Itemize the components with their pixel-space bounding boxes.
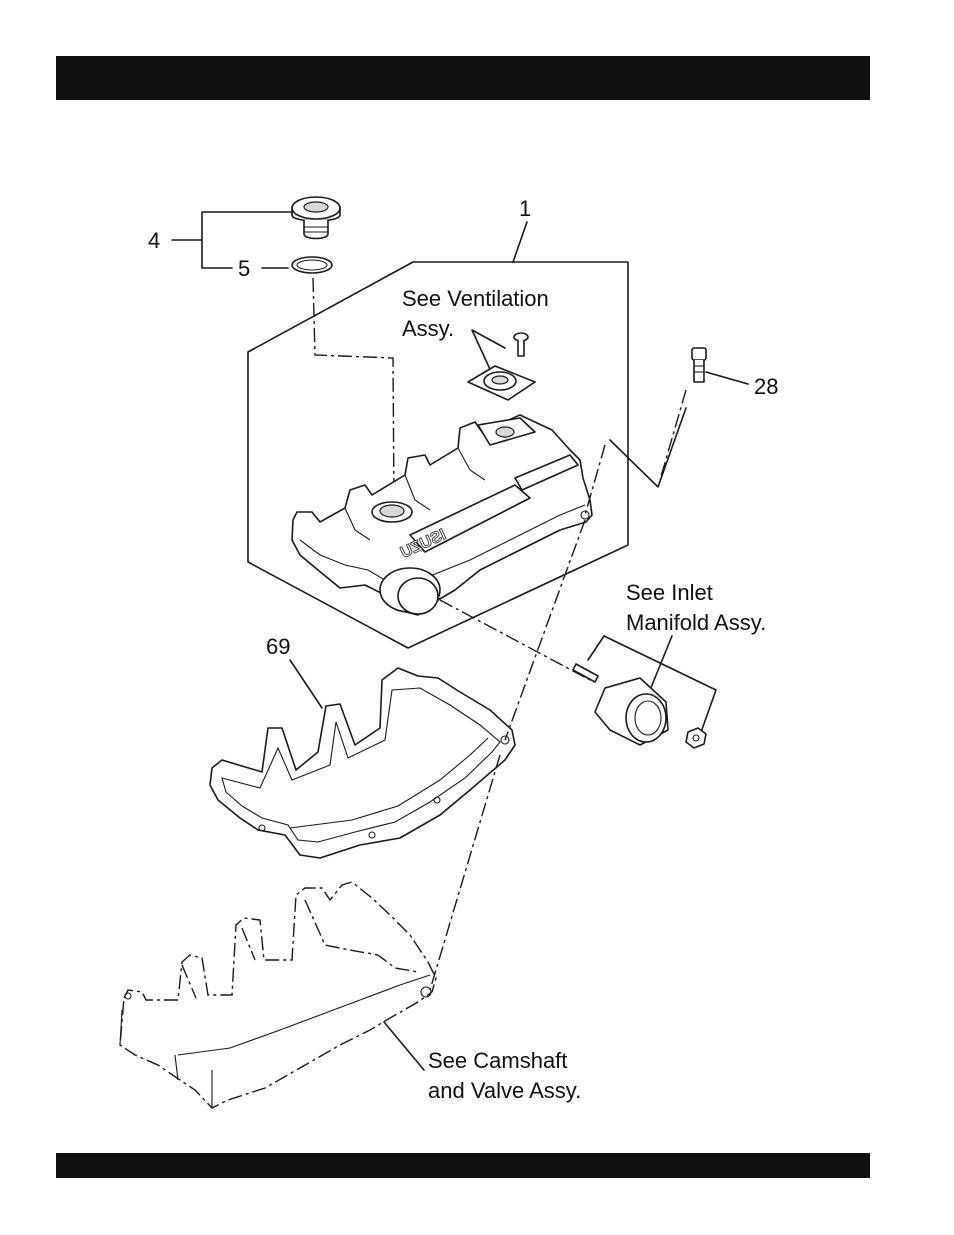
centerline-inlet bbox=[440, 600, 590, 680]
callout-part-1: 1 bbox=[519, 196, 531, 221]
ventilation-cover-plate bbox=[468, 366, 535, 400]
inlet-note-line2: Manifold Assy. bbox=[626, 610, 766, 635]
inlet-elbow bbox=[595, 678, 668, 745]
camshaft-note-line2: and Valve Assy. bbox=[428, 1078, 581, 1103]
inlet-nut bbox=[686, 728, 706, 748]
leader-part-1 bbox=[513, 222, 527, 262]
ventilation-note-line2: Assy. bbox=[402, 316, 454, 341]
leader-camshaft bbox=[384, 1022, 424, 1070]
cylinder-head-phantom bbox=[120, 882, 436, 1108]
callout-part-4: 4 bbox=[148, 228, 160, 253]
oil-filler-cap bbox=[292, 197, 340, 239]
callout-part-5: 5 bbox=[238, 256, 250, 281]
bracket-parts-4-5 bbox=[172, 212, 292, 268]
o-ring bbox=[292, 257, 332, 273]
ventilation-note-line1: See Ventilation bbox=[402, 286, 549, 311]
inlet-note-line1: See Inlet bbox=[626, 580, 713, 605]
callout-part-28: 28 bbox=[754, 374, 778, 399]
head-cover-gasket bbox=[210, 668, 515, 858]
centerline-filler bbox=[313, 278, 394, 505]
ventilation-screw bbox=[514, 333, 528, 356]
callout-part-69: 69 bbox=[266, 634, 290, 659]
leader-part-28 bbox=[706, 372, 748, 384]
camshaft-note-line1: See Camshaft bbox=[428, 1048, 567, 1073]
cover-bolt bbox=[692, 348, 706, 382]
head-cover bbox=[292, 415, 592, 615]
bolt-routing bbox=[610, 408, 686, 487]
leader-part-69 bbox=[290, 660, 322, 708]
